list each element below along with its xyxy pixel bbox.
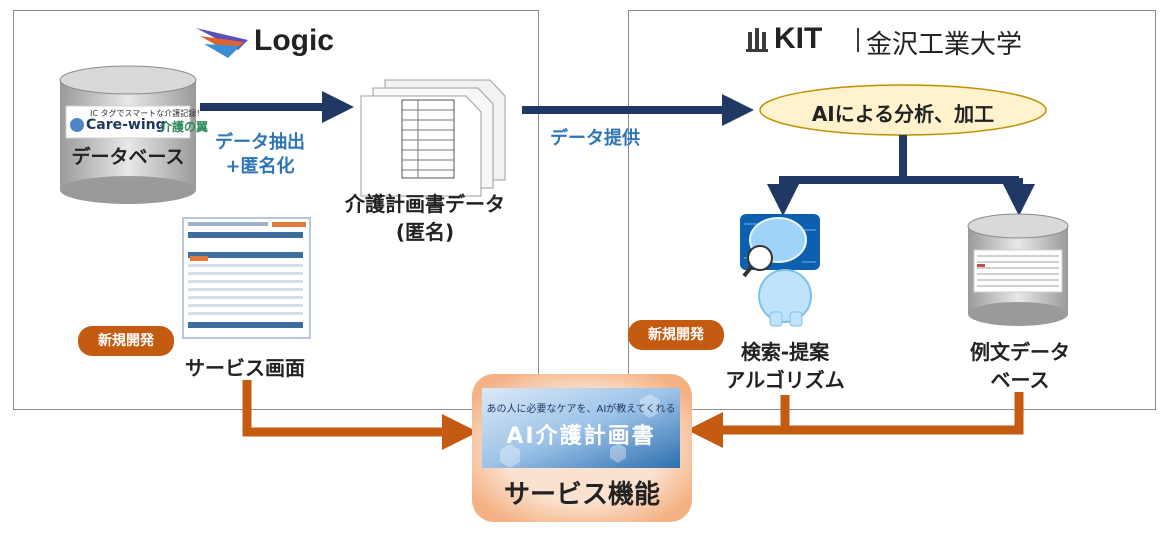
kit-emblem-icon — [746, 28, 768, 52]
carewing-brand: Care-wing — [86, 117, 166, 133]
document-stack-icon — [360, 79, 506, 197]
logic-logo-text: Logic — [254, 24, 334, 57]
carewing-sub: 介護の翼 — [160, 120, 209, 134]
search-algorithm-label-line2: アルゴリズム — [725, 368, 845, 392]
screen-to-service-arrow — [242, 380, 478, 450]
search-algorithm-label-line1: 検索-提案 — [740, 340, 830, 364]
kit-divider — [857, 28, 859, 52]
example-db-label-line2: ベース — [990, 368, 1050, 392]
ai-careplan-banner — [482, 388, 680, 468]
kit-logo-text: KIT — [774, 22, 823, 55]
new-development-badge-left: 新規開発 — [78, 326, 174, 356]
examples-to-service-arrow — [687, 392, 1024, 448]
banner-title: AI介護計画書 — [506, 424, 656, 449]
service-function-label: サービス機能 — [503, 480, 660, 510]
example-database-cylinder — [967, 213, 1069, 326]
new-development-badge-right: 新規開発 — [628, 320, 724, 350]
extract-label-line1: データ抽出 — [215, 132, 305, 153]
ai-brain-robot-icon — [740, 214, 820, 327]
database-label: データベース — [71, 146, 185, 168]
carewing-logo-icon — [70, 118, 84, 132]
example-db-label-line1: 例文データ — [970, 340, 1070, 364]
branch-arrows — [767, 135, 1035, 216]
careplan-data-anon-label: (匿名) — [395, 220, 455, 244]
kit-university-name: 金沢工業大学 — [866, 30, 1023, 60]
logic-logo-mark-icon — [196, 28, 248, 58]
carewing-tagline: IC タグでスマートな介護記録！ — [90, 109, 205, 118]
database-cylinder — [59, 65, 197, 204]
banner-subtitle: あの人に必要なケアを、AIが教えてくれる — [486, 404, 676, 415]
careplan-data-label: 介護計画書データ — [345, 192, 505, 216]
data-provide-label: データ提供 — [550, 128, 640, 149]
service-screen-thumbnail — [182, 217, 311, 339]
ai-analysis-text: AIによる分析、加工 — [811, 102, 995, 126]
service-screen-label: サービス画面 — [185, 356, 305, 380]
extract-label-line2: +匿名化 — [225, 156, 295, 177]
